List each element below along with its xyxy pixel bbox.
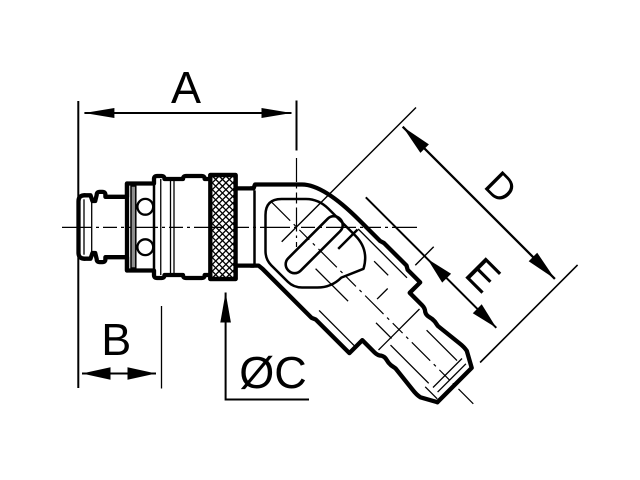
svg-text:B: B xyxy=(101,314,131,365)
svg-text:A: A xyxy=(171,62,201,113)
svg-text:D: D xyxy=(477,163,525,211)
svg-text:E: E xyxy=(457,248,510,301)
svg-text:ØC: ØC xyxy=(239,347,307,398)
